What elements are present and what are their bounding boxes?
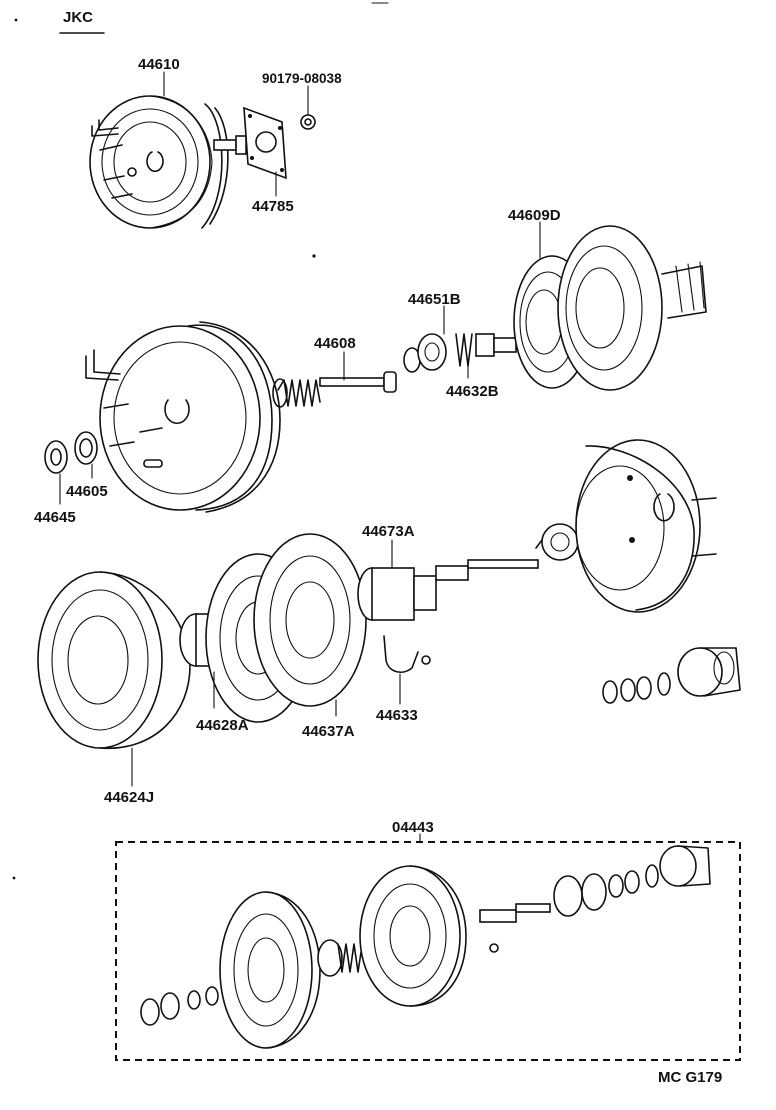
stray-dot	[312, 254, 316, 258]
spring-push-rod	[272, 371, 397, 408]
label-44632B: 44632B	[446, 383, 499, 400]
diaphragm	[513, 225, 707, 391]
plate-diaphragm	[205, 533, 367, 723]
valve-body-parts	[403, 333, 517, 373]
label-44651B: 44651B	[408, 291, 461, 308]
back-cover	[575, 439, 717, 613]
label-44785: 44785	[252, 198, 294, 215]
label-44624J: 44624J	[104, 789, 154, 806]
nut-seal	[44, 431, 98, 474]
label-44608: 44608	[314, 335, 356, 352]
label-44605: 44605	[66, 483, 108, 500]
gasket-plate	[243, 106, 287, 180]
kit-dashed-box	[115, 841, 741, 1061]
seal-set	[602, 647, 741, 704]
label-44609D: 44609D	[508, 207, 561, 224]
label-04443: 04443	[392, 819, 434, 836]
header-code: JKC	[63, 9, 93, 26]
stray-dot-left	[12, 876, 16, 880]
kit-components	[140, 845, 711, 1049]
plunger-assembly	[357, 523, 579, 621]
key-clip	[383, 635, 431, 673]
footer-ref: MC G179	[658, 1069, 722, 1086]
label-44628A: 44628A	[196, 717, 249, 734]
label-44633: 44633	[376, 707, 418, 724]
booster-assembly-small	[89, 95, 247, 229]
rear-shell	[85, 321, 281, 513]
label-90179-08038: 90179-08038	[262, 71, 342, 86]
label-44637A: 44637A	[302, 723, 355, 740]
label-44645: 44645	[34, 509, 76, 526]
stray-dot-topleft	[14, 18, 18, 22]
bolt-part	[300, 114, 316, 130]
label-44673A: 44673A	[362, 523, 415, 540]
label-44610: 44610	[138, 56, 180, 73]
